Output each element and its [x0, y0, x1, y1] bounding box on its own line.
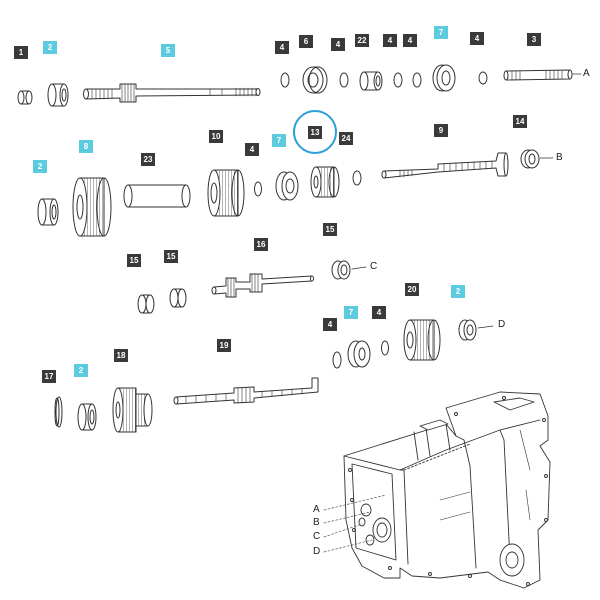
- callout-part-10[interactable]: 10: [209, 130, 223, 143]
- part-sleeve-23[interactable]: [123, 184, 191, 208]
- callout-part-22[interactable]: 22: [355, 34, 369, 47]
- housing-label-d: D: [313, 546, 321, 557]
- callout-part-7-row-b[interactable]: 7: [272, 134, 286, 147]
- part-circlip-4-a2[interactable]: [339, 72, 349, 88]
- part-bearing-2-row-d[interactable]: [77, 403, 97, 431]
- callout-part-8[interactable]: 8: [79, 140, 93, 153]
- axis-label-a: A: [583, 68, 590, 79]
- part-bearing-14[interactable]: [520, 149, 554, 169]
- part-circlip-4-b[interactable]: [254, 181, 262, 197]
- callout-part-5[interactable]: 5: [161, 44, 175, 57]
- callout-part-4-a3[interactable]: 4: [383, 34, 397, 47]
- callout-part-13[interactable]: 13: [308, 126, 322, 139]
- callout-part-9[interactable]: 9: [434, 124, 448, 137]
- part-circlip-4-a5[interactable]: [478, 71, 488, 85]
- part-gear-8[interactable]: [72, 177, 112, 237]
- part-snap-ring-17[interactable]: [54, 396, 63, 428]
- part-cluster-shaft-16[interactable]: [211, 273, 314, 298]
- callout-part-2-row-b[interactable]: 2: [33, 160, 47, 173]
- callout-part-15-c2[interactable]: 15: [164, 250, 178, 263]
- housing-label-a: A: [313, 504, 320, 515]
- callout-part-4-a5[interactable]: 4: [470, 32, 484, 45]
- part-bearing-2-row-d-right[interactable]: [458, 319, 494, 341]
- part-circlip-4-d2[interactable]: [381, 340, 389, 356]
- callout-part-15-c1[interactable]: 15: [127, 254, 141, 267]
- part-needle-bearing-15-c3[interactable]: [331, 260, 367, 280]
- callout-part-15-c3[interactable]: 15: [323, 223, 337, 236]
- callout-part-14[interactable]: 14: [513, 115, 527, 128]
- callout-part-17[interactable]: 17: [42, 370, 56, 383]
- callout-part-6[interactable]: 6: [299, 35, 313, 48]
- row-c-shaft-assembly: [137, 260, 367, 314]
- axis-label-c: C: [370, 261, 378, 272]
- callout-part-4-d2[interactable]: 4: [372, 306, 386, 319]
- highlight-ring: [293, 110, 337, 154]
- part-bearing-7-row-a[interactable]: [432, 64, 456, 92]
- axis-label-b: B: [556, 152, 563, 163]
- callout-part-4-a4[interactable]: 4: [403, 34, 417, 47]
- callout-part-19[interactable]: 19: [217, 339, 231, 352]
- part-bearing-2-row-b[interactable]: [37, 198, 59, 226]
- part-gear-20[interactable]: [403, 319, 441, 361]
- callout-part-23[interactable]: 23: [141, 153, 155, 166]
- part-circlip-4-a4[interactable]: [412, 72, 422, 88]
- callout-part-4-d1[interactable]: 4: [323, 318, 337, 331]
- callout-part-7-row-a[interactable]: 7: [434, 26, 448, 39]
- part-bush-22[interactable]: [359, 71, 383, 91]
- part-needle-bearing-15-c2[interactable]: [169, 288, 187, 308]
- part-circlip-4-a3[interactable]: [393, 72, 403, 88]
- part-spacer-1[interactable]: [17, 90, 33, 105]
- callout-part-7-row-d[interactable]: 7: [344, 306, 358, 319]
- part-circlip-4-a1[interactable]: [280, 72, 290, 88]
- callout-part-4-a2[interactable]: 4: [331, 38, 345, 51]
- part-bearing-6[interactable]: [302, 66, 328, 94]
- callout-part-2-row-d[interactable]: 2: [74, 364, 88, 377]
- callout-part-4-b[interactable]: 4: [245, 143, 259, 156]
- callout-part-3[interactable]: 3: [527, 33, 541, 46]
- callout-part-1[interactable]: 1: [14, 46, 28, 59]
- part-shaft-3[interactable]: [503, 69, 582, 81]
- part-bearing-2-row-a[interactable]: [47, 83, 69, 107]
- row-b-shaft-assembly: [37, 149, 554, 237]
- row-d-shaft-assembly: [54, 319, 494, 433]
- part-bearing-7-row-b[interactable]: [275, 171, 299, 201]
- part-gear-18[interactable]: [112, 387, 153, 433]
- callout-part-4-a1[interactable]: 4: [275, 41, 289, 54]
- housing-label-c: C: [313, 531, 321, 542]
- part-circlip-4-d1[interactable]: [332, 351, 342, 369]
- part-output-shaft-19[interactable]: [173, 377, 319, 405]
- part-gear-13[interactable]: [310, 166, 340, 198]
- transmission-housing[interactable]: [343, 391, 551, 589]
- part-washer-24[interactable]: [352, 170, 362, 186]
- part-input-shaft-5[interactable]: [83, 83, 261, 103]
- row-a-shaft-assembly: [17, 64, 582, 107]
- part-gear-10[interactable]: [207, 169, 245, 217]
- callout-part-18[interactable]: 18: [114, 349, 128, 362]
- housing-label-b: B: [313, 517, 320, 528]
- axis-label-d: D: [498, 319, 506, 330]
- part-shaft-9[interactable]: [381, 152, 509, 179]
- part-bearing-7-row-d[interactable]: [347, 340, 371, 368]
- callout-part-2-row-d-right[interactable]: 2: [451, 285, 465, 298]
- part-needle-bearing-15-c1[interactable]: [137, 294, 155, 314]
- callout-part-2-row-a[interactable]: 2: [43, 41, 57, 54]
- callout-part-16[interactable]: 16: [254, 238, 268, 251]
- housing-leader-lines: [323, 494, 387, 553]
- callout-part-20[interactable]: 20: [405, 283, 419, 296]
- callout-part-24[interactable]: 24: [339, 132, 353, 145]
